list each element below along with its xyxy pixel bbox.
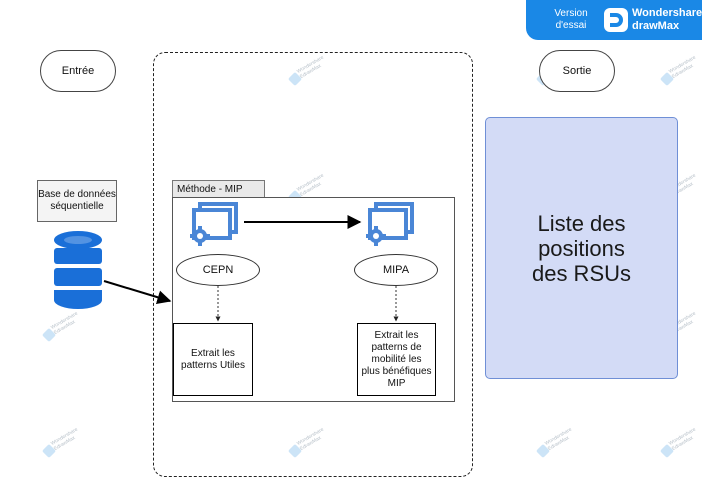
right-result-line-4: plus bénéfiques	[361, 365, 432, 377]
left-result-line-2: patterns Utiles	[181, 359, 245, 371]
database-label: Base de données séquentielle	[37, 180, 117, 222]
connector-db-to-method	[103, 280, 172, 305]
database-icon	[54, 231, 102, 309]
trial-version-line-2: d'essai	[555, 20, 587, 31]
method-title: Méthode - MIP	[177, 184, 243, 195]
output-pill: Sortie	[539, 50, 615, 92]
watermark-diamond-icon	[42, 444, 56, 458]
mipa-ellipse: MIPA	[354, 254, 438, 286]
right-result-line-3: mobilité les	[371, 353, 422, 365]
output-panel-line-3: des RSUs	[531, 260, 632, 286]
right-result-line-1: Extrait les	[374, 329, 419, 341]
trial-version-line-1: Version	[554, 8, 588, 19]
output-panel-line-1: Liste des	[537, 210, 626, 236]
output-label: Sortie	[562, 65, 592, 77]
database-label-line-1: Base de données	[38, 189, 116, 200]
brand-line-1: Wondershare	[632, 7, 702, 19]
right-result-line-2: patterns de	[371, 341, 422, 353]
watermark-diamond-icon	[42, 328, 56, 342]
right-result-line-5: MIP	[387, 377, 406, 389]
database-label-line-2: séquentielle	[50, 201, 104, 212]
watermark-diamond-icon	[288, 444, 302, 458]
left-result-line-1: Extrait les	[191, 347, 235, 359]
input-label: Entrée	[61, 65, 95, 77]
dashed-container	[153, 52, 473, 477]
output-panel-line-2: positions	[538, 235, 625, 261]
brand-label: Wondershare drawMax	[632, 7, 702, 35]
watermark-diamond-icon	[660, 72, 674, 86]
trial-version-label: Version d'essai	[542, 6, 600, 34]
left-result-box: Extrait les patterns Utiles	[173, 323, 253, 396]
watermark-diamond-icon	[536, 444, 550, 458]
cepn-label: CEPN	[202, 264, 234, 276]
drawmax-logo-icon	[604, 8, 628, 32]
cepn-ellipse: CEPN	[176, 254, 260, 286]
process-window-gear-icon-left	[190, 202, 238, 246]
trial-badge: Version d'essai Wondershare drawMax	[526, 0, 702, 40]
watermark-diamond-icon	[660, 444, 674, 458]
watermark-diamond-icon	[288, 72, 302, 86]
mipa-label: MIPA	[382, 264, 410, 276]
input-pill: Entrée	[40, 50, 116, 92]
process-window-gear-icon-right	[366, 202, 414, 246]
output-panel: Liste des positions des RSUs	[485, 117, 678, 379]
right-result-box: Extrait les patterns de mobilité les plu…	[357, 323, 436, 396]
brand-line-2: drawMax	[632, 20, 680, 32]
